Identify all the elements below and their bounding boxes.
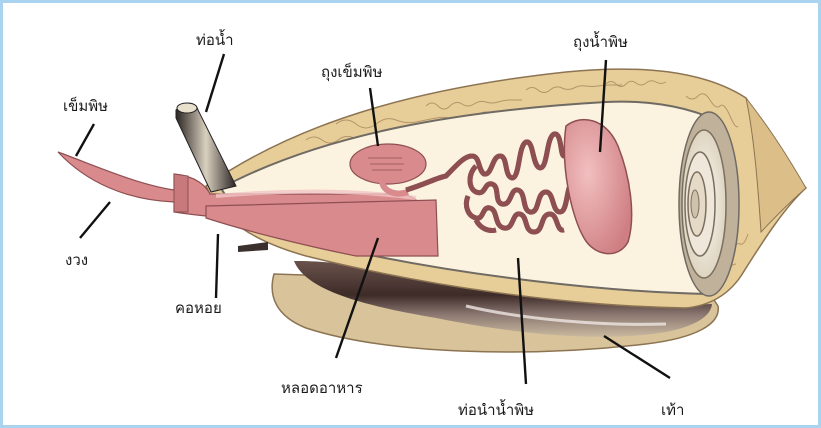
label-harpoon: เข็มพิษ [63, 99, 108, 114]
label-tube: ท่อน้ำ [196, 33, 234, 48]
leader-pharynx [216, 234, 218, 298]
label-foot: เท้า [661, 403, 684, 418]
label-venom-bulb: ถุงน้ำพิษ [573, 35, 628, 50]
label-pharynx: คอหอย [175, 301, 222, 316]
shell-spiral [679, 112, 739, 296]
label-proboscis: งวง [65, 253, 88, 268]
cone-snail-anatomy [6, 6, 821, 428]
leader-proboscis [80, 202, 110, 238]
leader-harpoon [76, 124, 94, 156]
label-harpoon-sac: ถุงเข็มพิษ [321, 65, 382, 80]
leader-tube [206, 54, 224, 112]
small-rod [238, 242, 268, 252]
label-esophagus: หลอดอาหาร [281, 381, 363, 396]
label-venom-duct: ท่อนำน้ำพิษ [458, 403, 534, 418]
